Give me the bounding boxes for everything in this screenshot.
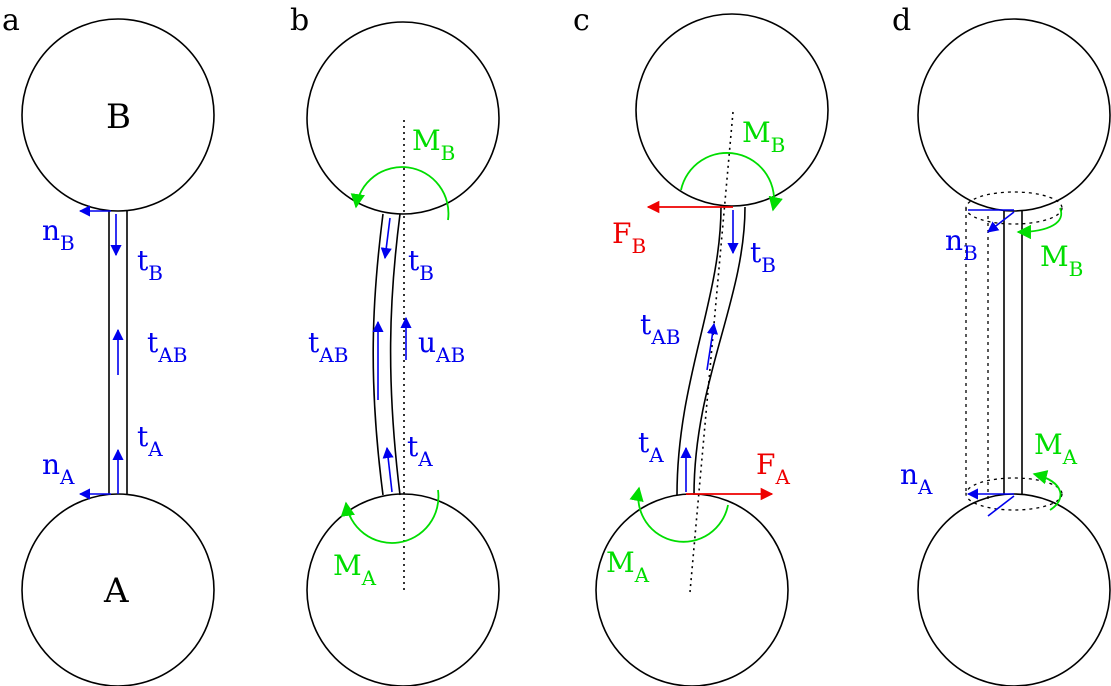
FB-label: FB <box>612 217 646 258</box>
nA-label: nA <box>42 448 75 489</box>
tB-label: tB <box>137 244 163 285</box>
uAB-label: uAB <box>418 326 465 367</box>
panel-b-label: b <box>290 3 309 38</box>
tA-label: tA <box>638 426 664 467</box>
sphere-a <box>595 493 789 686</box>
panel-c-label: c <box>573 3 590 38</box>
sphere-b-label: B <box>106 97 131 137</box>
nA-label: nA <box>900 458 933 499</box>
rod-left-edge <box>372 213 384 496</box>
panel-d-label: d <box>892 3 911 38</box>
MB-label: MB <box>1040 240 1083 281</box>
MA-arrow <box>1032 470 1062 511</box>
rod-left-edge <box>676 206 722 496</box>
sphere-b <box>635 13 829 207</box>
sphere-a <box>917 493 1111 686</box>
nA-ref-line <box>987 495 1015 517</box>
tAB-label: tAB <box>308 326 348 367</box>
MA-arrow <box>629 486 729 543</box>
MA-arrow <box>340 489 440 544</box>
tAB-arrow <box>706 322 719 371</box>
nB-label: nB <box>945 224 978 265</box>
panel-b: b MB tB tAB uAB tA MA <box>290 3 500 686</box>
MB-arrow <box>350 166 450 221</box>
cross-section-top <box>965 191 1063 225</box>
panel-a-label: a <box>2 3 20 38</box>
tA-label: tA <box>407 430 433 471</box>
MA-label: MA <box>606 546 650 587</box>
sphere-a-label: A <box>103 571 129 611</box>
MB-label: MB <box>742 116 785 157</box>
FA-label: FA <box>756 448 790 489</box>
nB-arrow <box>987 211 1015 233</box>
rod-right-edge <box>389 213 401 496</box>
tB-label: tB <box>408 244 434 285</box>
panel-c: c MB FB tB tAB tA FA MA <box>573 3 829 686</box>
tAB-label: tAB <box>147 326 187 367</box>
MB-label: MB <box>412 124 455 165</box>
sphere-b <box>21 18 215 212</box>
panel-a: a B A nB tB tAB tA nA <box>2 3 215 686</box>
tB-arrow <box>380 217 392 260</box>
MA-label: MA <box>333 549 377 590</box>
tA-label: tA <box>137 420 163 461</box>
tAB-label: tAB <box>640 308 680 349</box>
cross-section-bottom <box>965 477 1063 511</box>
sphere-a <box>306 493 500 686</box>
MB-arrow <box>1016 207 1063 240</box>
sphere-b <box>917 18 1111 212</box>
sphere-b <box>306 21 500 215</box>
nB-label: nB <box>42 214 75 255</box>
MA-label: MA <box>1034 428 1078 469</box>
tA-arrow <box>382 446 394 493</box>
tB-label: tB <box>750 236 776 277</box>
MB-arrow <box>680 152 783 212</box>
reference-axis <box>689 111 734 593</box>
rod-right-edge <box>693 206 746 496</box>
panel-d: d nB MB MA nA <box>892 3 1111 686</box>
